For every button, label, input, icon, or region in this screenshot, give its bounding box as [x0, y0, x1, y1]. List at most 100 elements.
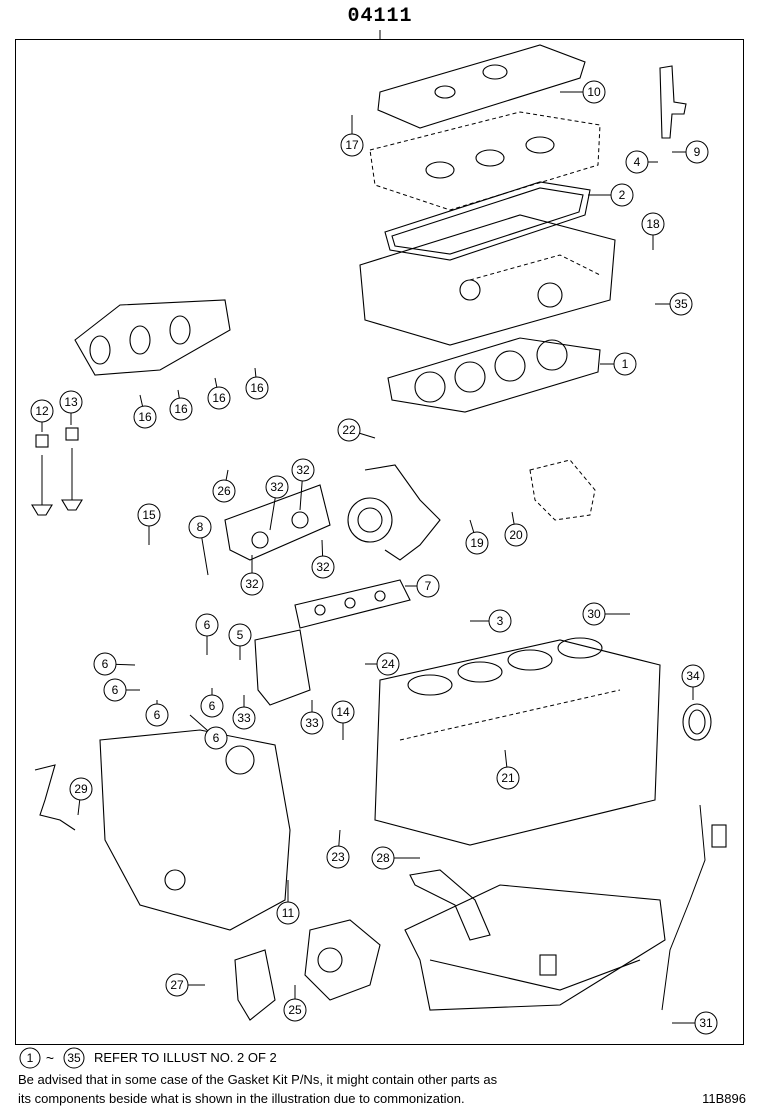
callout-circle	[169, 397, 193, 421]
callout-circle	[69, 777, 93, 801]
callout-number: 35	[674, 297, 688, 311]
callout-16[interactable]: 16	[133, 394, 157, 429]
callout-1[interactable]: 1	[600, 352, 637, 376]
callout-10[interactable]: 10	[560, 80, 606, 104]
callout-16[interactable]: 16	[207, 377, 231, 410]
callout-11[interactable]: 11	[276, 880, 300, 925]
callout-circle	[582, 602, 606, 626]
callout-number: 19	[470, 536, 484, 550]
callout-19[interactable]: 19	[465, 519, 489, 555]
callout-circle	[376, 652, 400, 676]
callout-18[interactable]: 18	[641, 212, 665, 250]
callout-31[interactable]: 31	[672, 1011, 718, 1035]
callout-16[interactable]: 16	[169, 389, 193, 421]
callout-2[interactable]: 2	[588, 183, 634, 207]
callout-number: 6	[204, 618, 211, 632]
callout-number: 16	[138, 410, 152, 424]
head-cover-gasket	[384, 181, 591, 261]
callout-29[interactable]: 29	[69, 777, 93, 816]
callout-circle	[200, 694, 224, 718]
callout-circle	[207, 386, 231, 410]
callout-circle	[59, 390, 83, 414]
callout-circle	[188, 515, 212, 539]
callout-number: 32	[316, 560, 330, 574]
callout-6[interactable]: 6	[103, 678, 140, 702]
callout-4[interactable]: 4	[625, 150, 658, 174]
callout-circle	[488, 609, 512, 633]
callout-6[interactable]: 6	[200, 688, 224, 718]
callout-circle	[283, 998, 307, 1022]
callout-27[interactable]: 27	[165, 973, 205, 997]
callout-number: 6	[102, 657, 109, 671]
callout-20[interactable]: 20	[504, 511, 528, 547]
callout-circle	[276, 901, 300, 925]
callout-13[interactable]: 13	[59, 390, 83, 425]
callout-number: 5	[237, 628, 244, 642]
callout-number: 18	[646, 217, 660, 231]
callout-circle	[641, 212, 665, 236]
footer-note-line1: Be advised that in some case of the Gask…	[18, 1072, 498, 1087]
callout-14[interactable]: 14	[331, 700, 355, 740]
callout-32[interactable]: 32	[311, 539, 335, 579]
cylinder-block	[374, 637, 661, 846]
callout-24[interactable]: 24	[365, 652, 400, 676]
callout-number: 16	[212, 391, 226, 405]
callout-number: 32	[245, 577, 259, 591]
callout-circle	[681, 664, 705, 688]
callout-12[interactable]: 12	[30, 399, 54, 432]
callout-number: 30	[587, 607, 601, 621]
callout-6[interactable]: 6	[93, 652, 136, 676]
callout-circle	[669, 292, 693, 316]
callout-number: 34	[686, 669, 700, 683]
callout-21[interactable]: 21	[496, 749, 520, 790]
callout-3[interactable]: 3	[470, 609, 512, 633]
callout-7[interactable]: 7	[405, 574, 440, 598]
cylinder-head-cover	[377, 44, 586, 129]
callout-32[interactable]: 32	[265, 475, 289, 531]
callout-circle	[165, 973, 189, 997]
callout-22[interactable]: 22	[337, 418, 376, 442]
callout-6[interactable]: 6	[145, 700, 169, 727]
footer-ref-end: 35	[63, 1047, 85, 1069]
callout-circle	[103, 678, 127, 702]
callout-circle	[228, 623, 252, 647]
callout-number: 20	[509, 528, 523, 542]
callout-9[interactable]: 9	[672, 140, 709, 164]
callout-number: 25	[288, 1003, 302, 1017]
callout-25[interactable]: 25	[283, 985, 307, 1022]
callout-circle	[30, 399, 54, 423]
callout-circle	[582, 80, 606, 104]
callout-17[interactable]: 17	[340, 115, 364, 157]
oil-pump	[234, 949, 276, 1021]
callout-6[interactable]: 6	[195, 613, 219, 655]
callout-number: 13	[64, 395, 78, 409]
callout-circle	[465, 531, 489, 555]
footer-ref-start: 1	[19, 1047, 41, 1069]
callout-circle	[694, 1011, 718, 1035]
callout-33[interactable]: 33	[300, 700, 324, 735]
diagram-title: 04111	[347, 5, 413, 28]
callout-26[interactable]: 26	[212, 469, 236, 503]
callout-30[interactable]: 30	[582, 602, 630, 626]
callout-number: 14	[336, 705, 350, 719]
callout-number: 33	[237, 711, 251, 725]
callout-circle	[311, 555, 335, 579]
callout-32[interactable]: 32	[291, 458, 315, 511]
callout-34[interactable]: 34	[681, 664, 705, 700]
callout-layer: 1234566666678910111213141516161616171819…	[30, 80, 718, 1035]
callout-33[interactable]: 33	[232, 695, 256, 730]
callout-15[interactable]: 15	[137, 503, 161, 545]
callout-5[interactable]: 5	[228, 623, 252, 660]
callout-circle	[496, 766, 520, 790]
callout-35[interactable]: 35	[655, 292, 693, 316]
callout-8[interactable]: 8	[188, 515, 212, 576]
callout-number: 7	[425, 579, 432, 593]
callout-number: 23	[331, 850, 345, 864]
callout-32[interactable]: 32	[240, 555, 264, 596]
callout-number: 6	[154, 708, 161, 722]
callout-6[interactable]: 6	[189, 714, 228, 750]
callout-23[interactable]: 23	[326, 829, 350, 869]
callout-28[interactable]: 28	[371, 846, 420, 870]
turbocharger	[347, 464, 441, 561]
callout-16[interactable]: 16	[245, 367, 269, 400]
